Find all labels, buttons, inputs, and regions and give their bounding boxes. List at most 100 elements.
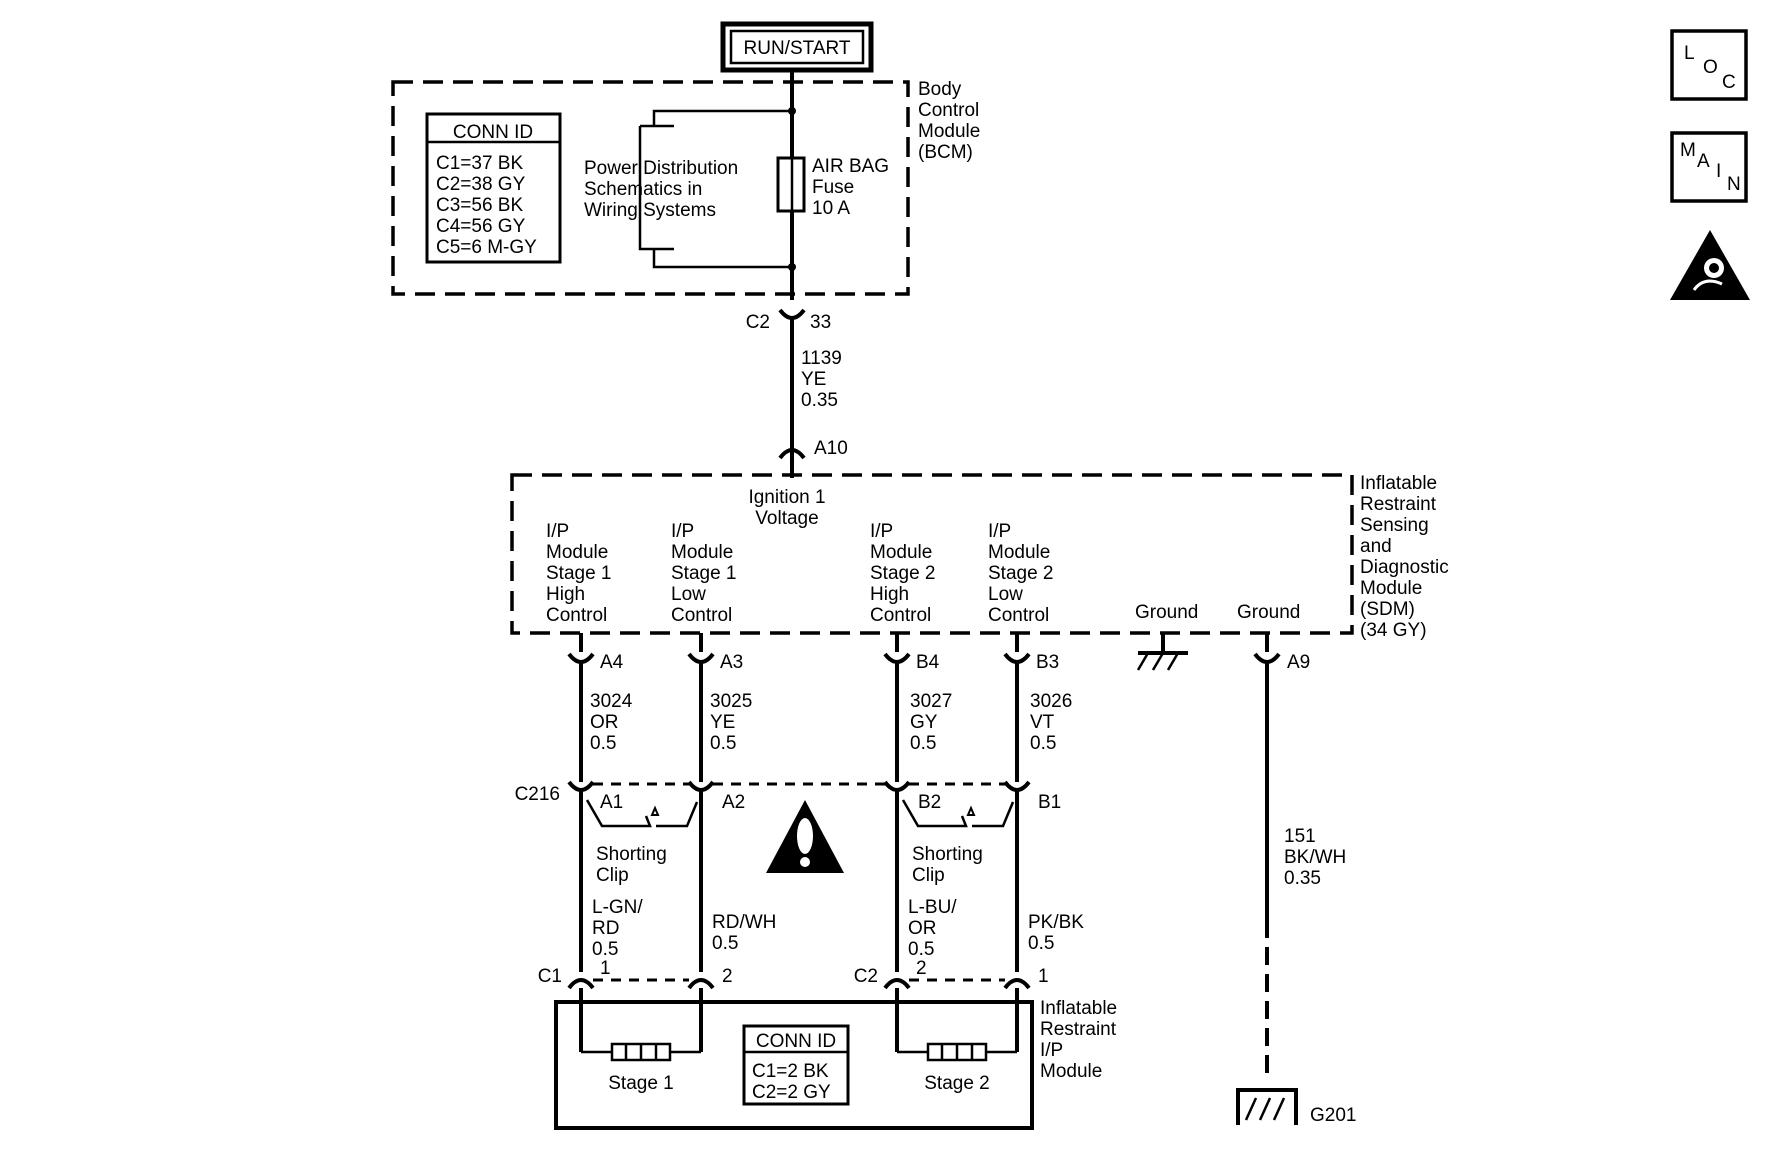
- svg-text:Low: Low: [671, 584, 706, 605]
- sdm-pin-a9: A9: [1253, 633, 1310, 673]
- svg-text:Module: Module: [671, 542, 733, 563]
- svg-text:0.5: 0.5: [1028, 933, 1054, 954]
- sdm-ground-label-2: Ground: [1237, 602, 1300, 623]
- svg-text:YE: YE: [801, 369, 826, 390]
- module-connector-c2: C2 2 1: [854, 958, 1049, 990]
- svg-text:Wiring Systems: Wiring Systems: [584, 200, 716, 221]
- svg-text:Stage 2: Stage 2: [988, 563, 1054, 584]
- sdm-pin-b3: B3: [1003, 633, 1059, 673]
- svg-text:L-BU/: L-BU/: [908, 897, 957, 918]
- svg-text:PK/BK: PK/BK: [1028, 912, 1084, 933]
- wire-3025: 3025 YE 0.5: [710, 691, 752, 754]
- svg-text:AIR BAG: AIR BAG: [812, 156, 889, 177]
- svg-text:M: M: [1680, 140, 1696, 161]
- svg-text:0.5: 0.5: [908, 939, 934, 960]
- loc-button[interactable]: L O C: [1670, 29, 1748, 101]
- svg-text:1139: 1139: [801, 348, 842, 369]
- svg-text:and: and: [1360, 536, 1392, 557]
- svg-text:3024: 3024: [590, 691, 633, 712]
- svg-text:1: 1: [1038, 966, 1049, 987]
- svg-text:I/P: I/P: [870, 521, 893, 542]
- svg-text:A9: A9: [1287, 652, 1310, 673]
- svg-text:Control: Control: [870, 605, 931, 626]
- svg-text:Clip: Clip: [596, 865, 629, 886]
- svg-text:Module: Module: [1040, 1061, 1102, 1082]
- svg-text:N: N: [1727, 174, 1741, 195]
- svg-text:151: 151: [1284, 826, 1316, 847]
- shorting-clip-stage2: Shorting Clip: [901, 799, 1015, 886]
- svg-text:Sensing: Sensing: [1360, 515, 1429, 536]
- sdm-pin-a4: A4: [567, 633, 624, 673]
- svg-text:Power Distribution: Power Distribution: [584, 158, 738, 179]
- g201-ground-icon: G201: [1236, 1088, 1356, 1126]
- wire-rd-wh: RD/WH 0.5: [712, 912, 776, 954]
- sdm-pin-a10: A10: [778, 438, 848, 460]
- svg-text:3026: 3026: [1030, 691, 1072, 712]
- sdm-function-stage2-high: I/P Module Stage 2 High Control: [870, 521, 936, 626]
- svg-text:Shorting: Shorting: [912, 844, 983, 865]
- svg-text:OR: OR: [590, 712, 619, 733]
- svg-text:Stage 2: Stage 2: [924, 1073, 990, 1094]
- svg-text:A: A: [1697, 151, 1710, 172]
- airbag-warning-icon[interactable]: [1670, 230, 1750, 300]
- svg-text:A2: A2: [722, 792, 745, 813]
- svg-text:0.5: 0.5: [592, 939, 618, 960]
- bcm-connector-c2: C2 33: [746, 308, 831, 333]
- svg-text:C216: C216: [515, 784, 560, 805]
- svg-text:I/P: I/P: [988, 521, 1011, 542]
- svg-text:Module: Module: [870, 542, 932, 563]
- svg-text:10 A: 10 A: [812, 198, 850, 219]
- stage2-squib: Stage 2: [897, 1042, 1017, 1094]
- module-connector-c1: C1 1 2: [538, 958, 733, 990]
- svg-text:0.5: 0.5: [1030, 733, 1056, 754]
- svg-text:High: High: [546, 584, 585, 605]
- svg-text:Ignition 1: Ignition 1: [748, 487, 825, 508]
- g201-label: G201: [1310, 1105, 1356, 1126]
- svg-text:Module: Module: [546, 542, 608, 563]
- svg-text:0.5: 0.5: [590, 733, 616, 754]
- bcm-conn-id-box: CONN ID C1=37 BK C2=38 GY C3=56 BK C4=56…: [425, 112, 562, 264]
- svg-text:BK/WH: BK/WH: [1284, 847, 1346, 868]
- svg-text:B2: B2: [918, 792, 941, 813]
- svg-text:2: 2: [722, 966, 733, 987]
- svg-text:Inflatable: Inflatable: [1360, 473, 1437, 494]
- svg-text:Fuse: Fuse: [812, 177, 854, 198]
- sdm-pin-a3: A3: [687, 633, 743, 673]
- svg-text:A3: A3: [720, 652, 743, 673]
- sdm-function-stage1-low: I/P Module Stage 1 Low Control: [671, 521, 737, 626]
- bcm-conn-id-title: CONN ID: [453, 122, 533, 143]
- main-button[interactable]: M A I N: [1670, 131, 1748, 203]
- svg-text:A10: A10: [814, 438, 848, 459]
- svg-text:(34 GY): (34 GY): [1360, 620, 1427, 641]
- svg-text:Shorting: Shorting: [596, 844, 667, 865]
- wire-151: 151 BK/WH 0.35: [1284, 826, 1346, 889]
- wire-l-bu-or: L-BU/ OR 0.5: [908, 897, 957, 960]
- bcm-boundary: [391, 80, 910, 296]
- svg-text:Clip: Clip: [912, 865, 945, 886]
- svg-text:A1: A1: [600, 792, 623, 813]
- svg-text:C1=37 BK: C1=37 BK: [436, 153, 523, 174]
- svg-text:O: O: [1703, 57, 1718, 78]
- power-distribution-reference: Power Distribution Schematics in Wiring …: [584, 109, 790, 269]
- svg-text:Stage 1: Stage 1: [608, 1073, 674, 1094]
- svg-text:1: 1: [600, 958, 611, 979]
- bcm-name: Body Control Module (BCM): [918, 79, 980, 163]
- svg-text:I/P: I/P: [1040, 1040, 1063, 1061]
- svg-text:VT: VT: [1030, 712, 1055, 733]
- svg-text:Stage 1: Stage 1: [671, 563, 737, 584]
- svg-text:Inflatable: Inflatable: [1040, 998, 1117, 1019]
- svg-text:Body: Body: [918, 79, 962, 100]
- svg-text:C: C: [1722, 72, 1736, 93]
- svg-text:OR: OR: [908, 918, 937, 939]
- svg-text:Restraint: Restraint: [1360, 494, 1437, 515]
- shorting-clip-stage1: Shorting Clip: [585, 799, 699, 886]
- svg-text:B3: B3: [1036, 652, 1059, 673]
- svg-text:YE: YE: [710, 712, 735, 733]
- svg-text:Module: Module: [988, 542, 1050, 563]
- wire-l-gn-rd: L-GN/ RD 0.5: [592, 897, 643, 960]
- svg-text:Control: Control: [546, 605, 607, 626]
- svg-text:0.35: 0.35: [1284, 868, 1321, 889]
- ignition-voltage-label: Ignition 1 Voltage: [748, 487, 825, 529]
- svg-text:RD/WH: RD/WH: [712, 912, 776, 933]
- svg-text:Restraint: Restraint: [1040, 1019, 1117, 1040]
